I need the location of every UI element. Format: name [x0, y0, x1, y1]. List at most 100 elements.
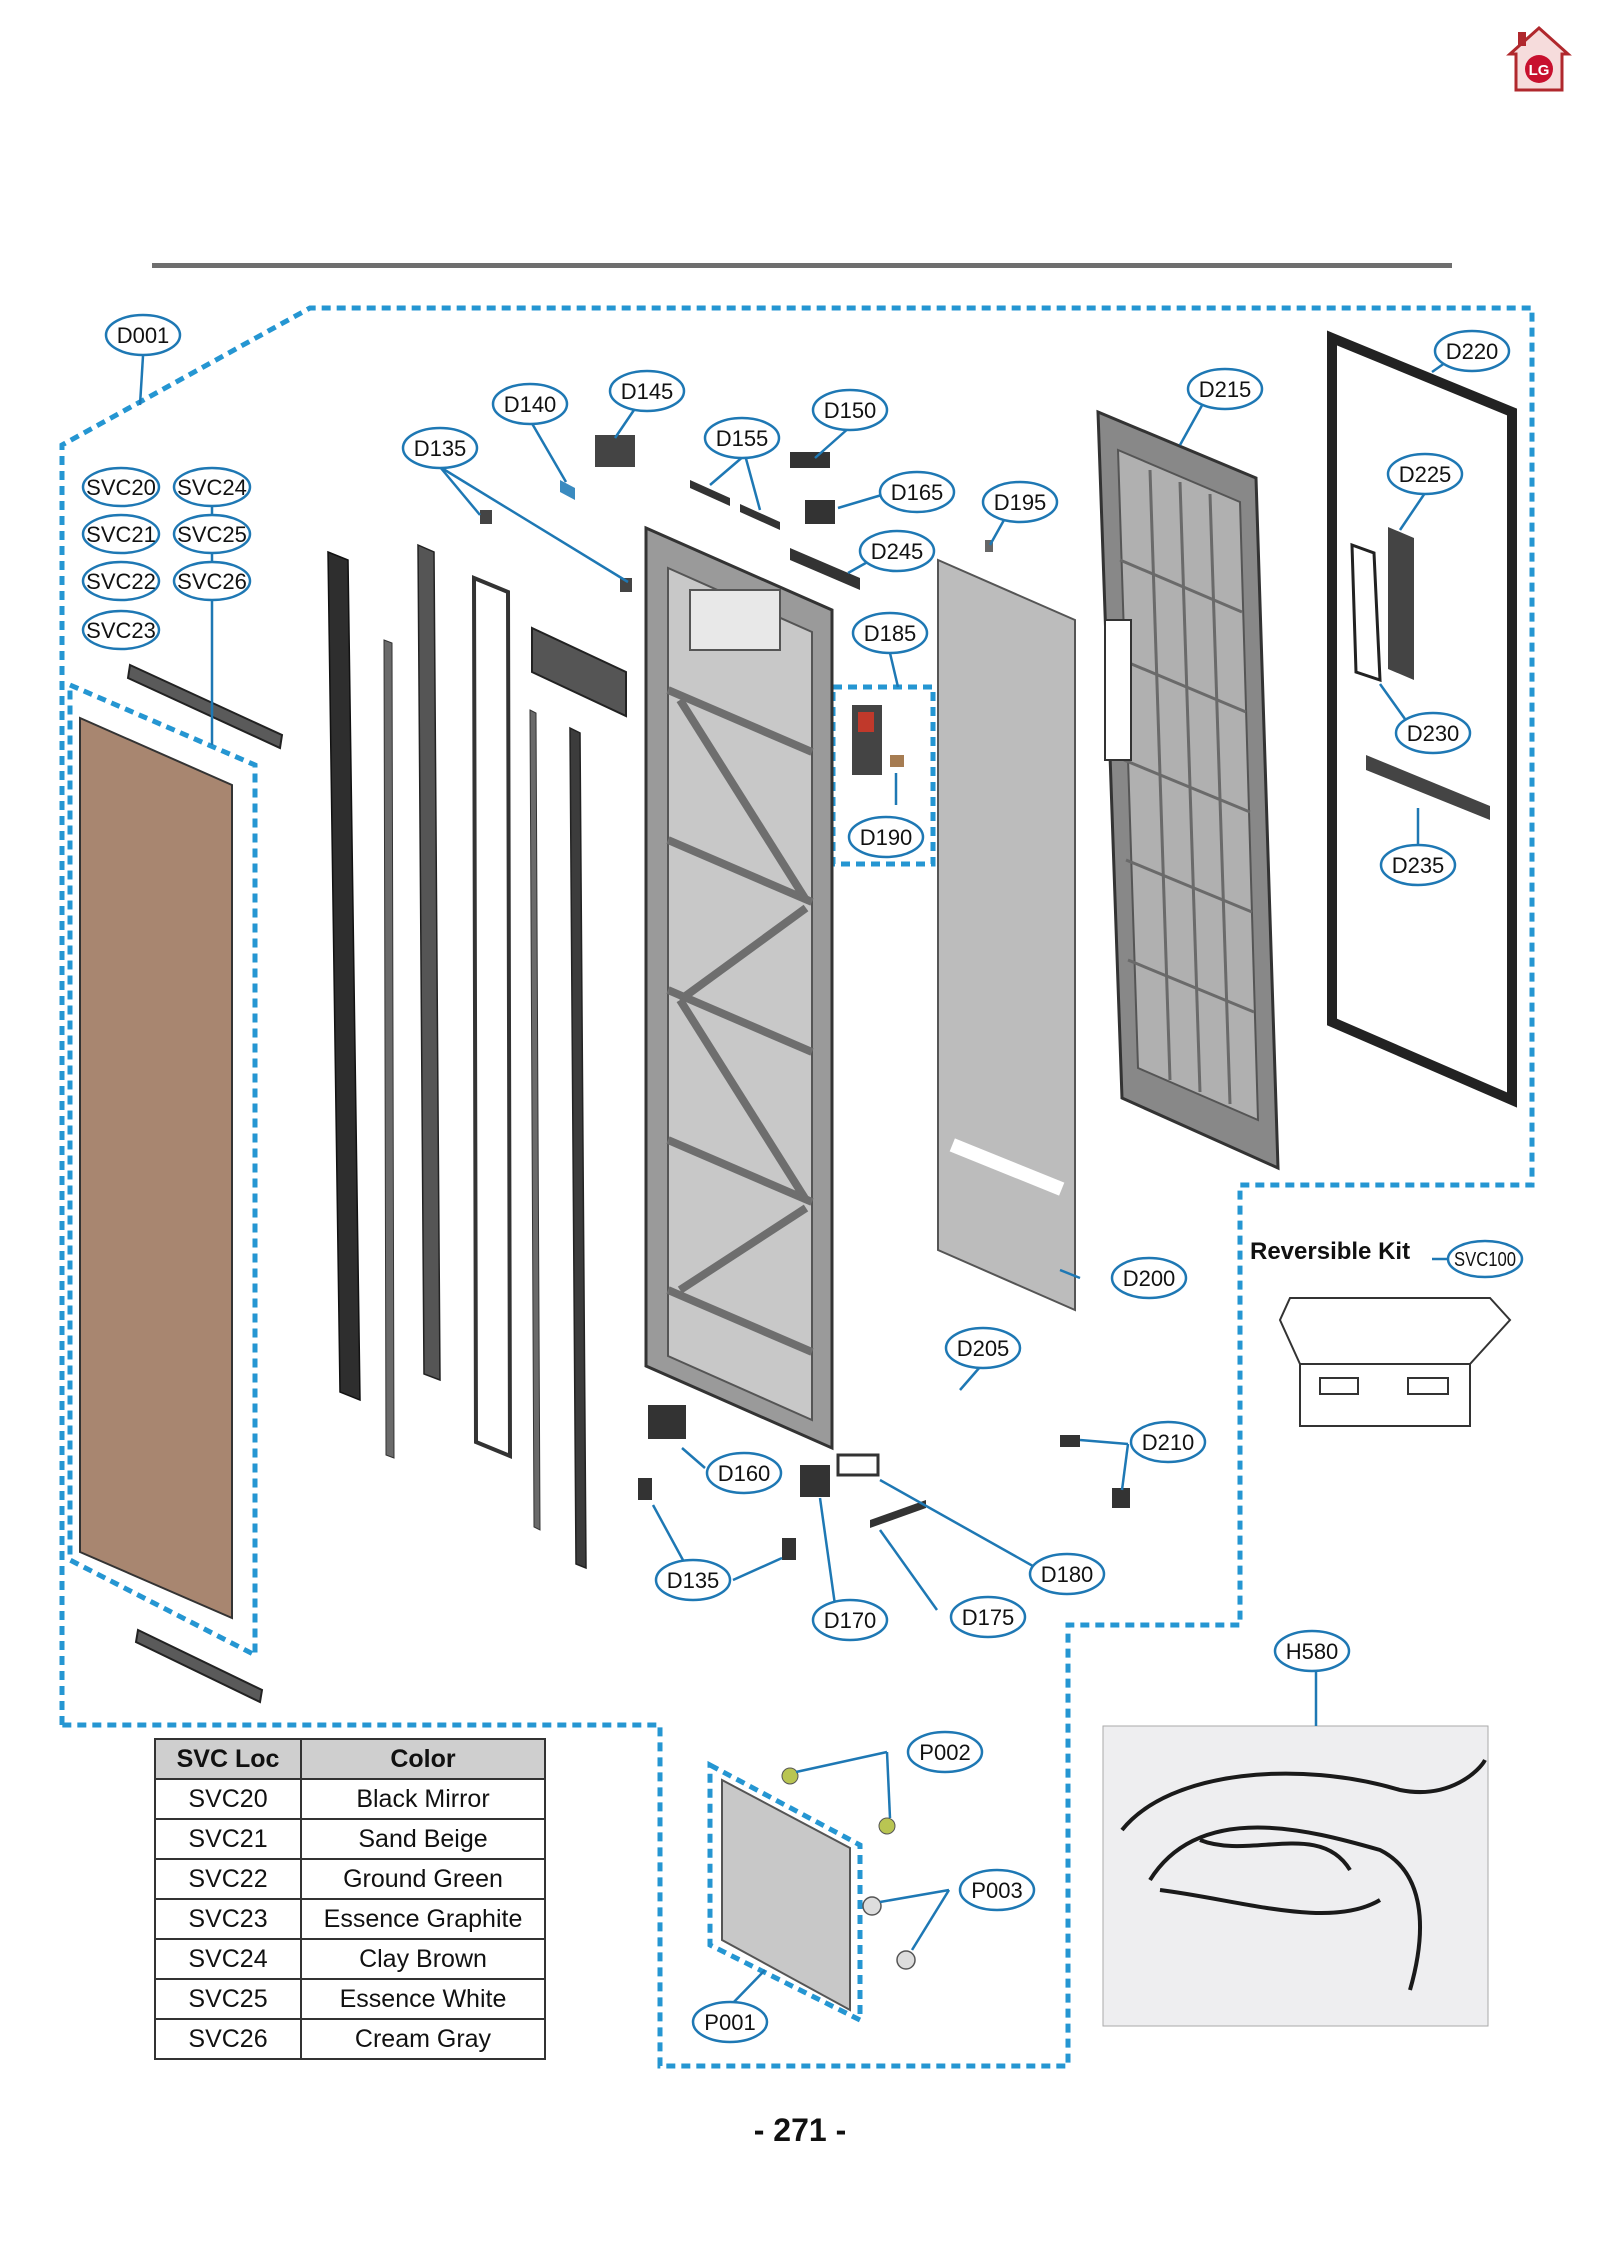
wire-harness-photo — [1102, 1725, 1489, 2027]
callout-P003: P003 — [958, 1868, 1036, 1912]
door-panel-outline — [67, 681, 258, 1660]
svg-text:D185: D185 — [864, 621, 917, 646]
svg-text:D150: D150 — [824, 398, 877, 423]
svg-text:SVC21: SVC21 — [86, 522, 156, 547]
home-logo-icon[interactable]: LG — [1506, 24, 1572, 94]
svg-text:D230: D230 — [1407, 721, 1460, 746]
callout-D190: D190 — [847, 815, 925, 859]
svc-loc-cell: SVC23 — [154, 1898, 302, 1940]
callout-D135-lower: D135 — [654, 1558, 732, 1602]
panel-bottom-trim — [134, 1628, 264, 1704]
callout-D205: D205 — [944, 1326, 1022, 1370]
door-inner-frame — [644, 525, 834, 1451]
svc-loc-cell: SVC22 — [154, 1858, 302, 1900]
svg-text:D220: D220 — [1446, 339, 1499, 364]
door-liner — [1096, 409, 1280, 1171]
svg-text:P001: P001 — [704, 2010, 755, 2035]
svg-text:D205: D205 — [957, 1336, 1010, 1361]
callout-D195: D195 — [981, 480, 1059, 524]
svg-text:SVC26: SVC26 — [177, 569, 247, 594]
svg-text:D225: D225 — [1399, 462, 1452, 487]
callout-P002: P002 — [906, 1730, 984, 1774]
svg-text:D190: D190 — [860, 825, 913, 850]
color-cell: Essence Graphite — [300, 1898, 546, 1940]
callout-D140: D140 — [491, 382, 569, 426]
svg-text:D135: D135 — [667, 1568, 720, 1593]
reversible-kit-label: Reversible Kit — [1250, 1238, 1411, 1265]
door-assembly-outline — [59, 305, 1535, 2069]
svg-text:D210: D210 — [1142, 1430, 1195, 1455]
page-number: - 271 - — [753, 2112, 847, 2148]
callout-SVC26: SVC26 — [172, 560, 252, 602]
callout-D170: D170 — [811, 1598, 889, 1642]
svg-text:D160: D160 — [718, 1461, 771, 1486]
callout-D175: D175 — [949, 1595, 1027, 1639]
svg-text:P002: P002 — [919, 1740, 970, 1765]
color-cell: Ground Green — [300, 1858, 546, 1900]
callout-SVC21: SVC21 — [81, 513, 161, 555]
door-gasket — [1327, 330, 1517, 1108]
svg-text:SVC25: SVC25 — [177, 522, 247, 547]
svg-text:SVC20: SVC20 — [86, 475, 156, 500]
color-header: Color — [300, 1738, 546, 1780]
svg-text:D235: D235 — [1392, 853, 1445, 878]
color-cell: Sand Beige — [300, 1818, 546, 1860]
callout-SVC20: SVC20 — [81, 466, 161, 508]
callout-D180: D180 — [1028, 1552, 1106, 1596]
svc-loc-cell: SVC26 — [154, 2018, 302, 2060]
svc-loc-cell: SVC21 — [154, 1818, 302, 1860]
callout-P001: P001 — [691, 2000, 769, 2044]
svg-text:D215: D215 — [1199, 377, 1252, 402]
reversible-kit-drawing — [1278, 1297, 1512, 1427]
svc-loc-cell: SVC20 — [154, 1778, 302, 1820]
callout-D155: D155 — [703, 416, 781, 460]
svg-text:SVC23: SVC23 — [86, 618, 156, 643]
callout-D225: D225 — [1386, 452, 1464, 496]
callout-D235: D235 — [1379, 843, 1457, 887]
svg-text:D145: D145 — [621, 379, 674, 404]
leader-lines — [138, 355, 1453, 2007]
svg-text:D155: D155 — [716, 426, 769, 451]
wire-harness — [1120, 1758, 1487, 1991]
svg-text:SVC24: SVC24 — [177, 475, 247, 500]
callout-D150: D150 — [811, 388, 889, 432]
callout-D185: D185 — [851, 611, 929, 655]
door-front-panel — [79, 716, 233, 1620]
svg-text:SVC100: SVC100 — [1454, 1249, 1516, 1271]
svc-loc-header: SVC Loc — [154, 1738, 302, 1780]
callout-SVC25: SVC25 — [172, 513, 252, 555]
svg-text:D245: D245 — [871, 539, 924, 564]
svg-text:D165: D165 — [891, 480, 944, 505]
hinge-washers — [862, 1896, 916, 1970]
callout-SVC22: SVC22 — [81, 560, 161, 602]
svg-text:SVC22: SVC22 — [86, 569, 156, 594]
hinge-plate-outline — [707, 1760, 863, 2025]
callout-SVC24: SVC24 — [172, 466, 252, 508]
small-parts — [480, 435, 1130, 1560]
color-cell: Essence White — [300, 1978, 546, 2020]
sheet-slot — [949, 1138, 1065, 1196]
hinge-screws — [781, 1767, 896, 1835]
insulation-sheet — [937, 558, 1076, 1312]
callout-D220: D220 — [1433, 329, 1511, 373]
svg-text:LG: LG — [1529, 62, 1550, 79]
color-cell: Cream Gray — [300, 2018, 546, 2060]
callout-D200: D200 — [1110, 1256, 1188, 1300]
callout-D135: D135 — [401, 426, 479, 470]
svc-loc-cell: SVC24 — [154, 1938, 302, 1980]
svc-table-header-row: SVC Loc Color — [154, 1738, 546, 1780]
color-cell: Black Mirror — [300, 1778, 546, 1820]
callout-D215: D215 — [1186, 367, 1264, 411]
svg-text:P003: P003 — [971, 1878, 1022, 1903]
callout-SVC23: SVC23 — [81, 609, 161, 651]
svg-text:H580: H580 — [1286, 1639, 1339, 1664]
svg-text:D135: D135 — [414, 436, 467, 461]
